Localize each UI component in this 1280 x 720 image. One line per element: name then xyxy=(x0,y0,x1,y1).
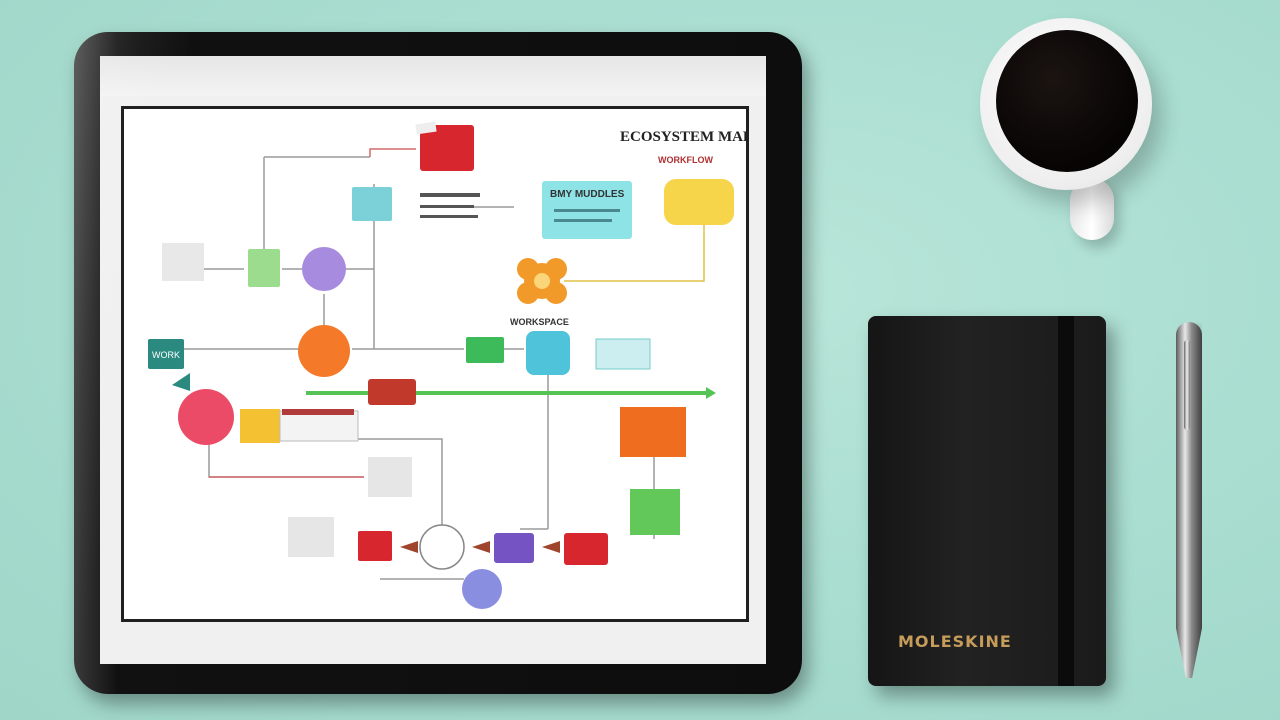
gauge-node xyxy=(419,524,465,570)
pen-clip xyxy=(1184,340,1190,430)
red-card xyxy=(420,125,474,171)
purple-node xyxy=(302,247,346,291)
diagram-subtitle: WORKFLOW xyxy=(658,155,713,165)
teal-box xyxy=(352,187,392,221)
flowchart-canvas: ECOSYSTEM MAP WORKFLOW BMY MUDDLES xyxy=(121,106,749,622)
notebook-brand: MOLESKINE xyxy=(898,632,1012,651)
blue-node xyxy=(526,331,570,375)
blue-callout-title: BMY MUDDLES xyxy=(550,189,625,200)
green-box xyxy=(248,249,280,287)
coffee xyxy=(996,30,1138,172)
teal-tag xyxy=(148,339,184,369)
flowchart: ECOSYSTEM MAP WORKFLOW BMY MUDDLES xyxy=(148,121,746,609)
green-node xyxy=(466,337,504,363)
yellow-sticky xyxy=(664,179,734,225)
teal-tag-label: WORK xyxy=(152,350,180,360)
grey-note xyxy=(162,243,204,281)
white-card xyxy=(279,410,359,442)
green-card xyxy=(630,489,680,535)
orange-card xyxy=(620,407,686,457)
light-teal-box xyxy=(595,338,651,370)
periwinkle-node xyxy=(462,569,502,609)
grey-note-2 xyxy=(368,457,412,497)
pink-node xyxy=(178,389,234,445)
diagram-title: ECOSYSTEM MAP xyxy=(620,129,746,145)
red-tag xyxy=(368,379,416,405)
orange-node xyxy=(298,325,350,377)
yellow-card xyxy=(240,409,280,443)
red-box xyxy=(564,533,608,565)
grey-note-3 xyxy=(288,517,334,557)
red-node xyxy=(358,531,392,561)
center-label: WORKSPACE xyxy=(510,317,569,327)
purple-box xyxy=(494,533,534,563)
notebook-band xyxy=(1058,316,1074,686)
screen-toolbar xyxy=(100,56,766,96)
